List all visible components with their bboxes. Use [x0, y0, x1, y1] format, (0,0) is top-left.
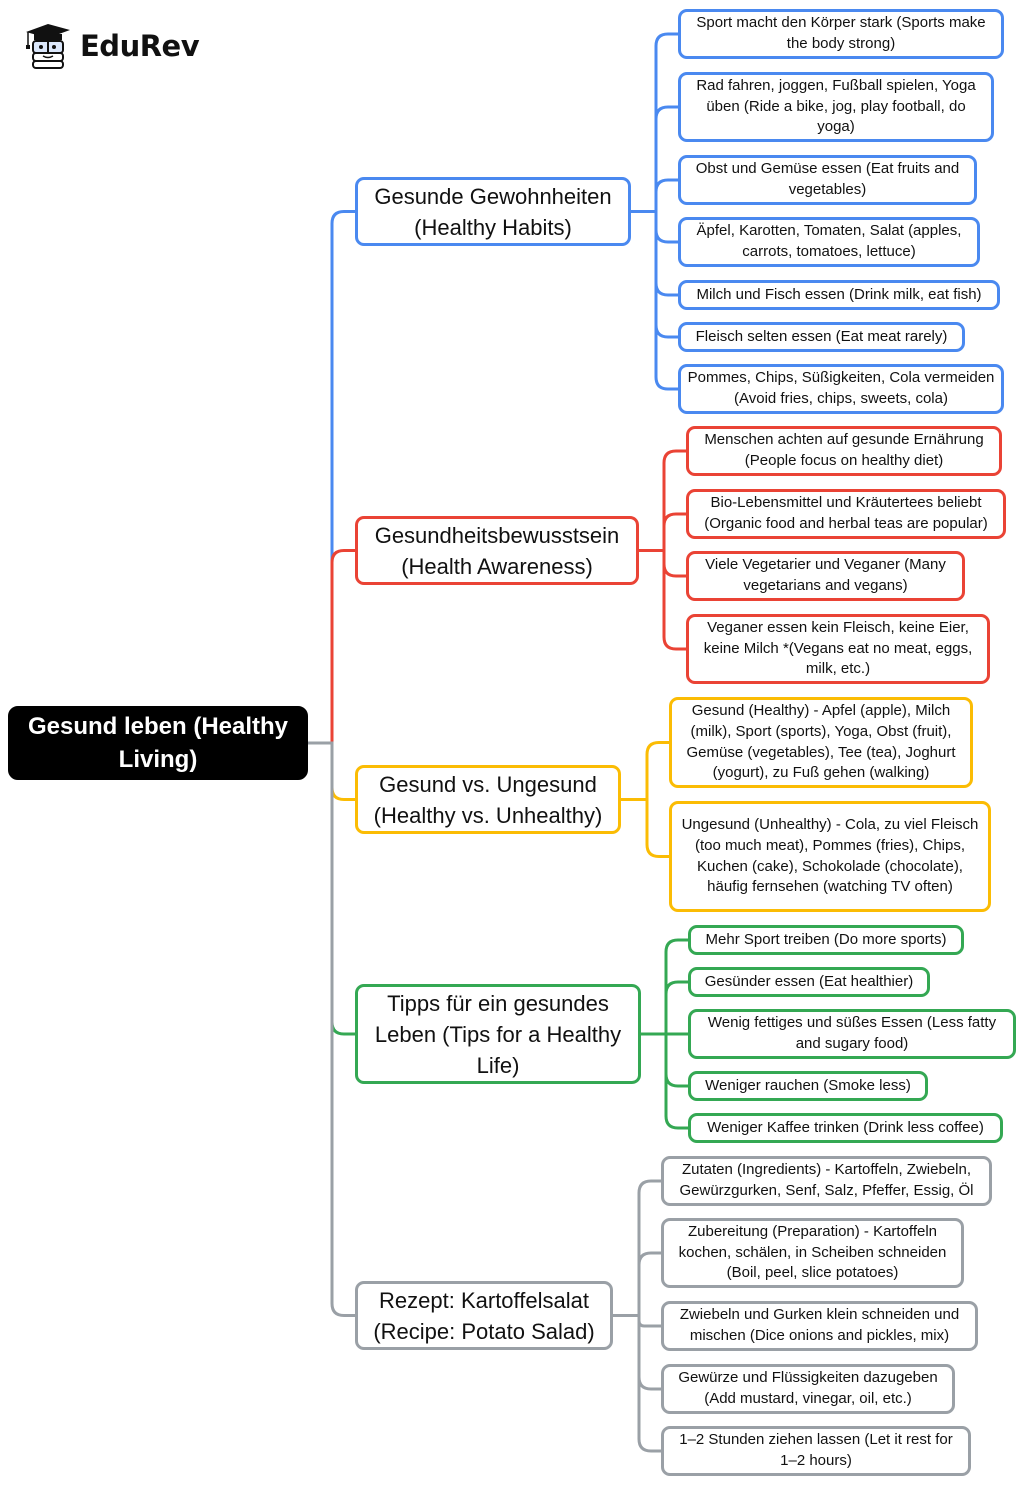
- leaf-node[interactable]: 1–2 Stunden ziehen lassen (Let it rest f…: [661, 1426, 971, 1476]
- branch-label: Gesundheitsbewusstsein (Health Awareness…: [374, 522, 620, 579]
- leaf-label: Milch und Fisch essen (Drink milk, eat f…: [696, 285, 982, 303]
- leaf-label: Viele Vegetarier und Veganer (Many veget…: [705, 556, 946, 594]
- leaf-node[interactable]: Viele Vegetarier und Veganer (Many veget…: [686, 551, 965, 601]
- leaf-label: Ungesund (Unhealthy) - Cola, zu viel Fle…: [681, 815, 979, 896]
- branch-healthy-habits[interactable]: Gesunde Gewohnheiten (Healthy Habits): [355, 177, 631, 246]
- leaf-label: Rad fahren, joggen, Fußball spielen, Yog…: [696, 76, 976, 136]
- leaf-node[interactable]: Gewürze und Flüssigkeiten dazugeben (Add…: [661, 1364, 955, 1414]
- leaf-label: Zutaten (Ingredients) - Kartoffeln, Zwie…: [679, 1161, 974, 1199]
- leaf-label: Zwiebeln und Gurken klein schneiden und …: [679, 1306, 960, 1344]
- leaf-label: Veganer essen kein Fleisch, keine Eier, …: [703, 618, 973, 678]
- leaf-node[interactable]: Rad fahren, joggen, Fußball spielen, Yog…: [678, 72, 994, 142]
- leaf-node[interactable]: Milch und Fisch essen (Drink milk, eat f…: [678, 280, 1000, 310]
- leaf-node[interactable]: Sport macht den Körper stark (Sports mak…: [678, 9, 1004, 59]
- branch-health-awareness[interactable]: Gesundheitsbewusstsein (Health Awareness…: [355, 516, 639, 585]
- branch-connector: [637, 549, 688, 651]
- leaf-node[interactable]: Äpfel, Karotten, Tomaten, Salat (apples,…: [678, 217, 980, 267]
- leaf-label: Sport macht den Körper stark (Sports mak…: [696, 14, 986, 52]
- leaf-node[interactable]: Zubereitung (Preparation) - Kartoffeln k…: [661, 1218, 964, 1288]
- branch-connector: [611, 1314, 663, 1391]
- branch-connector: [629, 32, 680, 213]
- leaf-label: Weniger Kaffee trinken (Drink less coffe…: [707, 1118, 984, 1136]
- leaf-node[interactable]: Veganer essen kein Fleisch, keine Eier, …: [686, 614, 990, 684]
- leaf-node[interactable]: Menschen achten auf gesunde Ernährung (P…: [686, 426, 1002, 476]
- root-connector: [306, 741, 357, 1317]
- leaf-node[interactable]: Mehr Sport treiben (Do more sports): [688, 925, 964, 955]
- branch-tips-healthy-life[interactable]: Tipps für ein gesundes Leben (Tips for a…: [355, 984, 641, 1084]
- leaf-label: Mehr Sport treiben (Do more sports): [705, 930, 947, 948]
- leaf-node[interactable]: Ungesund (Unhealthy) - Cola, zu viel Fle…: [669, 801, 991, 912]
- branch-connector: [637, 549, 688, 578]
- leaf-label: 1–2 Stunden ziehen lassen (Let it rest f…: [679, 1431, 953, 1469]
- leaf-node[interactable]: Gesünder essen (Eat healthier): [688, 967, 930, 997]
- root-connector: [306, 210, 357, 745]
- branch-connector: [639, 938, 690, 1036]
- branch-connector: [629, 105, 680, 213]
- leaf-node[interactable]: Bio-Lebensmittel und Kräutertees beliebt…: [686, 489, 1006, 539]
- leaf-node[interactable]: Obst und Gemüse essen (Eat fruits and ve…: [678, 155, 977, 205]
- branch-connector: [637, 512, 688, 552]
- root-connector: [306, 549, 357, 745]
- branch-label: Gesunde Gewohnheiten (Healthy Habits): [374, 183, 612, 240]
- branch-connector: [639, 1032, 690, 1130]
- leaf-label: Gesund (Healthy) - Apfel (apple), Milch …: [686, 701, 956, 782]
- leaf-label: Fleisch selten essen (Eat meat rarely): [695, 327, 948, 345]
- branch-connector: [629, 210, 680, 297]
- branch-connector: [629, 178, 680, 213]
- root-connector: [306, 741, 357, 1036]
- leaf-node[interactable]: Zutaten (Ingredients) - Kartoffeln, Zwie…: [661, 1156, 992, 1206]
- leaf-node[interactable]: Fleisch selten essen (Eat meat rarely): [678, 322, 965, 352]
- root-connector: [306, 741, 357, 801]
- leaf-node[interactable]: Zwiebeln und Gurken klein schneiden und …: [661, 1301, 978, 1351]
- branch-healthy-vs-unhealthy[interactable]: Gesund vs. Ungesund (Healthy vs. Unhealt…: [355, 765, 621, 834]
- leaf-label: Bio-Lebensmittel und Kräutertees beliebt…: [704, 494, 988, 532]
- leaf-label: Zubereitung (Preparation) - Kartoffeln k…: [678, 1222, 947, 1282]
- branch-connector: [619, 741, 671, 801]
- branch-label: Rezept: Kartoffelsalat (Recipe: Potato S…: [373, 1287, 595, 1344]
- branch-connector: [629, 210, 680, 244]
- branch-connector: [611, 1314, 663, 1453]
- branch-connector: [637, 449, 688, 552]
- leaf-node[interactable]: Weniger Kaffee trinken (Drink less coffe…: [688, 1113, 1003, 1143]
- branch-connector: [639, 1032, 690, 1088]
- branch-potato-salad-recipe[interactable]: Rezept: Kartoffelsalat (Recipe: Potato S…: [355, 1281, 613, 1350]
- leaf-label: Weniger rauchen (Smoke less): [705, 1076, 911, 1094]
- branch-label: Tipps für ein gesundes Leben (Tips for a…: [374, 990, 622, 1078]
- branch-connector: [611, 1314, 663, 1328]
- root-label: Gesund leben (Healthy Living): [27, 713, 289, 773]
- leaf-label: Obst und Gemüse essen (Eat fruits and ve…: [695, 160, 960, 198]
- branch-connector: [619, 798, 671, 858]
- leaf-label: Gesünder essen (Eat healthier): [704, 972, 914, 990]
- leaf-label: Äpfel, Karotten, Tomaten, Salat (apples,…: [696, 222, 962, 260]
- leaf-label: Pommes, Chips, Süßigkeiten, Cola vermeid…: [687, 369, 995, 407]
- graduate-mascot-icon: [26, 24, 70, 69]
- branch-connector: [611, 1251, 663, 1317]
- brand-name: EduRev: [80, 29, 200, 63]
- root-node[interactable]: Gesund leben (Healthy Living): [8, 706, 308, 780]
- leaf-node[interactable]: Gesund (Healthy) - Apfel (apple), Milch …: [669, 697, 973, 788]
- branch-connector: [629, 210, 680, 339]
- leaf-node[interactable]: Wenig fettiges und süßes Essen (Less fat…: [688, 1009, 1016, 1059]
- branch-label: Gesund vs. Ungesund (Healthy vs. Unhealt…: [373, 771, 603, 828]
- leaf-label: Menschen achten auf gesunde Ernährung (P…: [704, 431, 984, 469]
- leaf-node[interactable]: Weniger rauchen (Smoke less): [688, 1071, 928, 1101]
- branch-connector: [611, 1179, 663, 1317]
- leaf-label: Gewürze und Flüssigkeiten dazugeben (Add…: [678, 1369, 938, 1407]
- branch-connector: [639, 980, 690, 1036]
- leaf-node[interactable]: Pommes, Chips, Süßigkeiten, Cola vermeid…: [678, 364, 1004, 414]
- branch-connector: [629, 210, 680, 391]
- leaf-label: Wenig fettiges und süßes Essen (Less fat…: [707, 1014, 997, 1052]
- edurev-logo: EduRev: [22, 22, 200, 70]
